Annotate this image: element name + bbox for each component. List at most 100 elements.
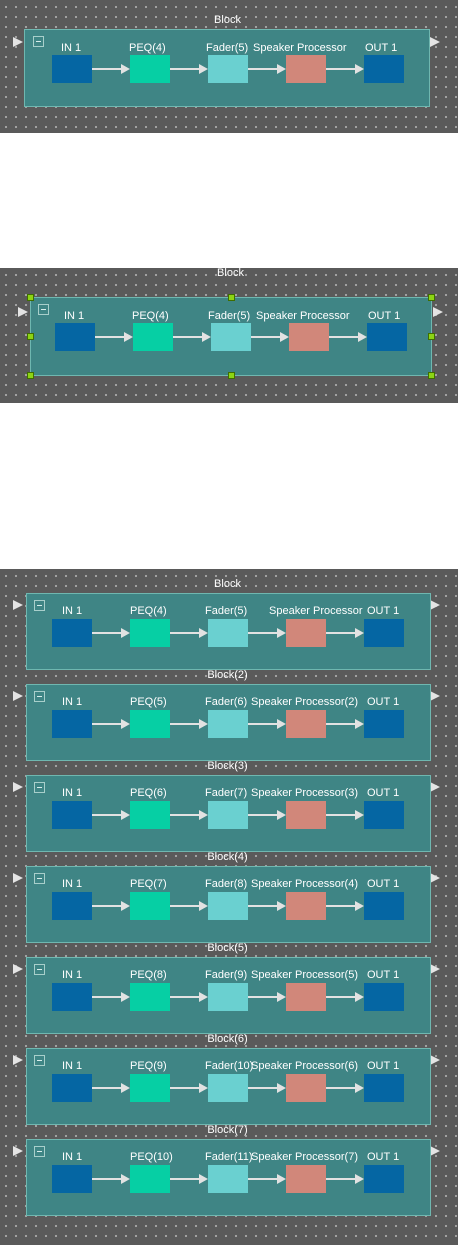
wire[interactable] (92, 810, 130, 820)
input-component[interactable] (52, 1074, 92, 1102)
resize-handle-top[interactable] (228, 294, 235, 301)
peq-component[interactable] (130, 710, 170, 738)
fader-component[interactable] (208, 710, 248, 738)
wire[interactable] (326, 628, 364, 638)
resize-handle-top-left[interactable] (27, 294, 34, 301)
input-component[interactable] (52, 892, 92, 920)
block-input-port[interactable] (13, 1146, 23, 1156)
input-component[interactable] (52, 801, 92, 829)
block-input-port[interactable] (13, 691, 23, 701)
wire[interactable] (326, 1083, 364, 1093)
input-component[interactable] (52, 1165, 92, 1193)
block-input-port[interactable] (18, 307, 28, 317)
block-output-port[interactable] (433, 307, 443, 317)
block-input-port[interactable] (13, 600, 23, 610)
wire[interactable] (248, 901, 286, 911)
block[interactable]: IN 1 PEQ(5) Fader(6) Speaker Processor(2… (26, 684, 431, 761)
wire[interactable] (170, 628, 208, 638)
speaker-processor-component[interactable] (286, 710, 326, 738)
wire[interactable] (248, 64, 286, 74)
block-output-port[interactable] (430, 1146, 440, 1156)
wire[interactable] (173, 332, 211, 342)
fader-component[interactable] (208, 55, 248, 83)
wire[interactable] (248, 1083, 286, 1093)
block-input-port[interactable] (13, 1055, 23, 1065)
peq-component[interactable] (130, 55, 170, 83)
wire[interactable] (326, 810, 364, 820)
speaker-processor-component[interactable] (286, 619, 326, 647)
output-component[interactable] (364, 619, 404, 647)
wire[interactable] (170, 1174, 208, 1184)
collapse-button[interactable] (34, 964, 45, 975)
peq-component[interactable] (130, 892, 170, 920)
block-output-port[interactable] (430, 1055, 440, 1065)
block-output-port[interactable] (430, 600, 440, 610)
output-component[interactable] (367, 323, 407, 351)
wire[interactable] (92, 992, 130, 1002)
block-output-port[interactable] (430, 782, 440, 792)
block-output-port[interactable] (430, 37, 440, 47)
collapse-button[interactable] (34, 1055, 45, 1066)
fader-component[interactable] (208, 1074, 248, 1102)
collapse-button[interactable] (34, 691, 45, 702)
output-component[interactable] (364, 710, 404, 738)
wire[interactable] (92, 1083, 130, 1093)
resize-handle-bottom-right[interactable] (428, 372, 435, 379)
block-output-port[interactable] (430, 964, 440, 974)
collapse-button[interactable] (34, 873, 45, 884)
block[interactable]: IN 1 PEQ(6) Fader(7) Speaker Processor(3… (26, 775, 431, 852)
output-component[interactable] (364, 1074, 404, 1102)
collapse-button[interactable] (34, 600, 45, 611)
speaker-processor-component[interactable] (286, 983, 326, 1011)
output-component[interactable] (364, 801, 404, 829)
block[interactable]: IN 1 PEQ(8) Fader(9) Speaker Processor(5… (26, 957, 431, 1034)
fader-component[interactable] (208, 892, 248, 920)
block[interactable]: IN 1 PEQ(10) Fader(11) Speaker Processor… (26, 1139, 431, 1216)
speaker-processor-component[interactable] (286, 1074, 326, 1102)
wire[interactable] (170, 1083, 208, 1093)
collapse-button[interactable] (34, 1146, 45, 1157)
fader-component[interactable] (208, 983, 248, 1011)
wire[interactable] (248, 1174, 286, 1184)
wire[interactable] (248, 992, 286, 1002)
wire[interactable] (92, 719, 130, 729)
input-component[interactable] (55, 323, 95, 351)
wire[interactable] (92, 64, 130, 74)
output-component[interactable] (364, 1165, 404, 1193)
wire[interactable] (95, 332, 133, 342)
block[interactable]: IN 1 PEQ(7) Fader(8) Speaker Processor(4… (26, 866, 431, 943)
block-output-port[interactable] (430, 691, 440, 701)
speaker-processor-component[interactable] (286, 55, 326, 83)
fader-component[interactable] (208, 801, 248, 829)
input-component[interactable] (52, 619, 92, 647)
design-canvas-selected[interactable]: Block IN 1 PEQ(4) Fader(5) Speaker Proce… (0, 267, 458, 403)
block[interactable]: IN 1 PEQ(4) Fader(5) Speaker Processor O… (26, 593, 431, 670)
input-component[interactable] (52, 710, 92, 738)
wire[interactable] (92, 901, 130, 911)
fader-component[interactable] (208, 1165, 248, 1193)
wire[interactable] (326, 901, 364, 911)
wire[interactable] (248, 628, 286, 638)
peq-component[interactable] (133, 323, 173, 351)
fader-component[interactable] (211, 323, 251, 351)
design-canvas-multi[interactable]: Block IN 1 PEQ(4) Fader(5) Speaker Proce… (0, 569, 458, 1245)
output-component[interactable] (364, 983, 404, 1011)
block-selected[interactable]: IN 1 PEQ(4) Fader(5) Speaker Processor O… (30, 297, 432, 376)
peq-component[interactable] (130, 983, 170, 1011)
collapse-button[interactable] (38, 304, 49, 315)
wire[interactable] (329, 332, 367, 342)
wire[interactable] (326, 64, 364, 74)
resize-handle-right[interactable] (428, 333, 435, 340)
block[interactable]: IN 1 PEQ(9) Fader(10) Speaker Processor(… (26, 1048, 431, 1125)
wire[interactable] (248, 719, 286, 729)
block-output-port[interactable] (430, 873, 440, 883)
peq-component[interactable] (130, 619, 170, 647)
wire[interactable] (326, 719, 364, 729)
output-component[interactable] (364, 892, 404, 920)
speaker-processor-component[interactable] (286, 892, 326, 920)
resize-handle-left[interactable] (27, 333, 34, 340)
speaker-processor-component[interactable] (289, 323, 329, 351)
wire[interactable] (170, 64, 208, 74)
wire[interactable] (170, 992, 208, 1002)
collapse-button[interactable] (34, 782, 45, 793)
